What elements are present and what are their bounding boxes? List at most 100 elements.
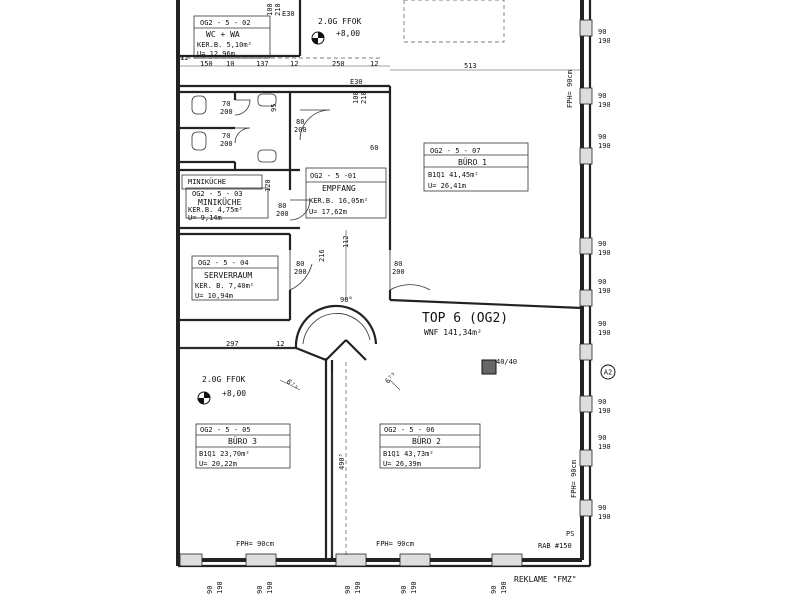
- room-area: KER.B. 5,10m²: [197, 41, 252, 49]
- window-190: 190: [598, 37, 611, 45]
- level-value: +8,00: [336, 29, 360, 38]
- dim-10: 10: [226, 60, 234, 68]
- window-90: 90: [598, 398, 606, 406]
- door-swings: [234, 99, 431, 291]
- level-symbol-top: [311, 31, 325, 45]
- room-perimeter: U= 10,94m: [195, 292, 233, 300]
- room-name: BÜRO 1: [458, 157, 487, 167]
- dim-angle: 90°: [340, 296, 353, 304]
- dim-137: 137: [256, 60, 269, 68]
- dim-250: 250: [332, 60, 345, 68]
- room-code: OG2 - 5 - 07: [430, 147, 481, 155]
- dim-675b: 6⁷⁵: [384, 371, 399, 386]
- minikueche-label: MINIKÜCHE: [188, 177, 226, 186]
- window-190: 190: [500, 581, 508, 594]
- window-190: 190: [598, 142, 611, 150]
- level-label: 2.0G FFOK: [202, 375, 246, 384]
- level-label: 2.0G FFOK: [318, 17, 362, 26]
- dim-60: 60: [370, 144, 378, 152]
- fph-label: FPH= 90cm: [376, 540, 414, 548]
- inner-walls: [178, 0, 583, 560]
- door-200: 200: [294, 268, 307, 276]
- fph-label: FPH= 90cm: [566, 70, 574, 108]
- door-100: 100: [352, 91, 360, 104]
- axis-marker: A2: [600, 364, 616, 380]
- door-210: 210: [360, 91, 368, 104]
- room-name: MINIKÜCHE: [198, 197, 242, 207]
- room-code: OG2 - 5 - 02: [200, 19, 251, 27]
- window-190: 190: [410, 581, 418, 594]
- dim-513: 513: [464, 62, 477, 70]
- bottom-facade-mullions: [179, 553, 523, 567]
- column: [481, 359, 497, 375]
- dim-297: 297: [226, 340, 239, 348]
- dim-12b: 12: [290, 60, 298, 68]
- right-facade-mullions: [579, 19, 593, 517]
- window-190: 190: [598, 329, 611, 337]
- room-buero3: OG2 - 5 - 05 BÜRO 3 B1Q1 23,70m² U= 20,2…: [199, 426, 257, 468]
- fire-rating-mid: E30: [350, 78, 363, 86]
- door-100: 100: [266, 3, 274, 16]
- room-name: SERVERRAUM: [204, 271, 252, 280]
- dashed-outlines: [180, 0, 505, 556]
- door-80: 80: [394, 260, 402, 268]
- level-label-top: 2.0G FFOK +8,00: [318, 17, 362, 38]
- room-name: BÜRO 2: [412, 436, 441, 446]
- window-190: 190: [598, 287, 611, 295]
- room-name: EMPFANG: [322, 184, 356, 193]
- dim-12d: 12: [276, 340, 284, 348]
- room-code: OG2 - 5 - 04: [198, 259, 249, 267]
- fph-label: FPH= 90cm: [236, 540, 274, 548]
- door-200: 200: [294, 126, 307, 134]
- room-perimeter: U= 26,41m: [428, 182, 466, 190]
- room-area: B1Q1 43,73m²: [383, 450, 434, 458]
- window-90: 90: [598, 240, 606, 248]
- room-area: KER. B. 7,40m²: [195, 282, 254, 290]
- reklame-label: REKLAME "FMZ": [514, 575, 577, 584]
- window-90: 90: [598, 92, 606, 100]
- room-buero1: OG2 - 5 - 07 BÜRO 1 B1Q1 41,45m² U= 26,4…: [428, 147, 487, 190]
- room-name: WC + WA: [206, 30, 240, 39]
- dimension-lines: [178, 65, 582, 556]
- unit-area: WNF 141,34m²: [424, 328, 482, 337]
- room-code: OG2 - 5 - 03: [192, 190, 243, 198]
- window-190: 190: [598, 407, 611, 415]
- window-90: 90: [598, 278, 606, 286]
- window-90: 90: [490, 586, 498, 594]
- corner-label: RAB #150: [538, 542, 572, 550]
- room-perimeter: U= 12,96m: [197, 50, 235, 58]
- window-90: 90: [256, 586, 264, 594]
- door-80: 80: [296, 260, 304, 268]
- window-90: 90: [598, 434, 606, 442]
- room-code: OG2 - 5 -01: [310, 172, 356, 180]
- dimension-texts: 12 150 10 137 12 250 12 513 297 12 216 1…: [180, 10, 517, 470]
- bottom-window-labels: 90 190 90 190 90 190 90 190 90 190 FPH= …: [206, 530, 574, 594]
- room-name: BÜRO 3: [228, 436, 257, 446]
- door-70: 70: [222, 132, 230, 140]
- door-200: 200: [392, 268, 405, 276]
- unit-title: TOP 6 (OG2): [422, 311, 508, 326]
- door-80: 80: [278, 202, 286, 210]
- axis-marker-label: A2: [604, 369, 612, 377]
- dim-12c: 12: [370, 60, 378, 68]
- room-area: KER.B. 4,75m²: [188, 206, 243, 214]
- room-perimeter: U= 9,14m: [188, 214, 222, 222]
- level-label-mid: 2.0G FFOK +8,00: [202, 375, 246, 398]
- dim-216: 216: [318, 249, 326, 262]
- window-90: 90: [206, 586, 214, 594]
- room-perimeter: U= 17,62m: [309, 208, 347, 216]
- window-90: 90: [598, 28, 606, 36]
- door-200: 200: [220, 108, 233, 116]
- dim-150: 150: [200, 60, 213, 68]
- level-value: +8,00: [222, 389, 246, 398]
- room-code: OG2 - 5 - 05: [200, 426, 251, 434]
- window-190: 190: [216, 581, 224, 594]
- fire-rating-top: E30: [282, 10, 295, 18]
- room-label-boxes: [185, 15, 529, 469]
- room-serverraum: OG2 - 5 - 04 SERVERRAUM KER. B. 7,40m² U…: [195, 259, 254, 300]
- window-90: 90: [598, 320, 606, 328]
- room-area: B1Q1 23,70m²: [199, 450, 250, 458]
- right-window-labels: 90 190 90 190 90 190 90 190 90 190 90 19…: [566, 28, 611, 521]
- dim-95: 95: [270, 104, 278, 112]
